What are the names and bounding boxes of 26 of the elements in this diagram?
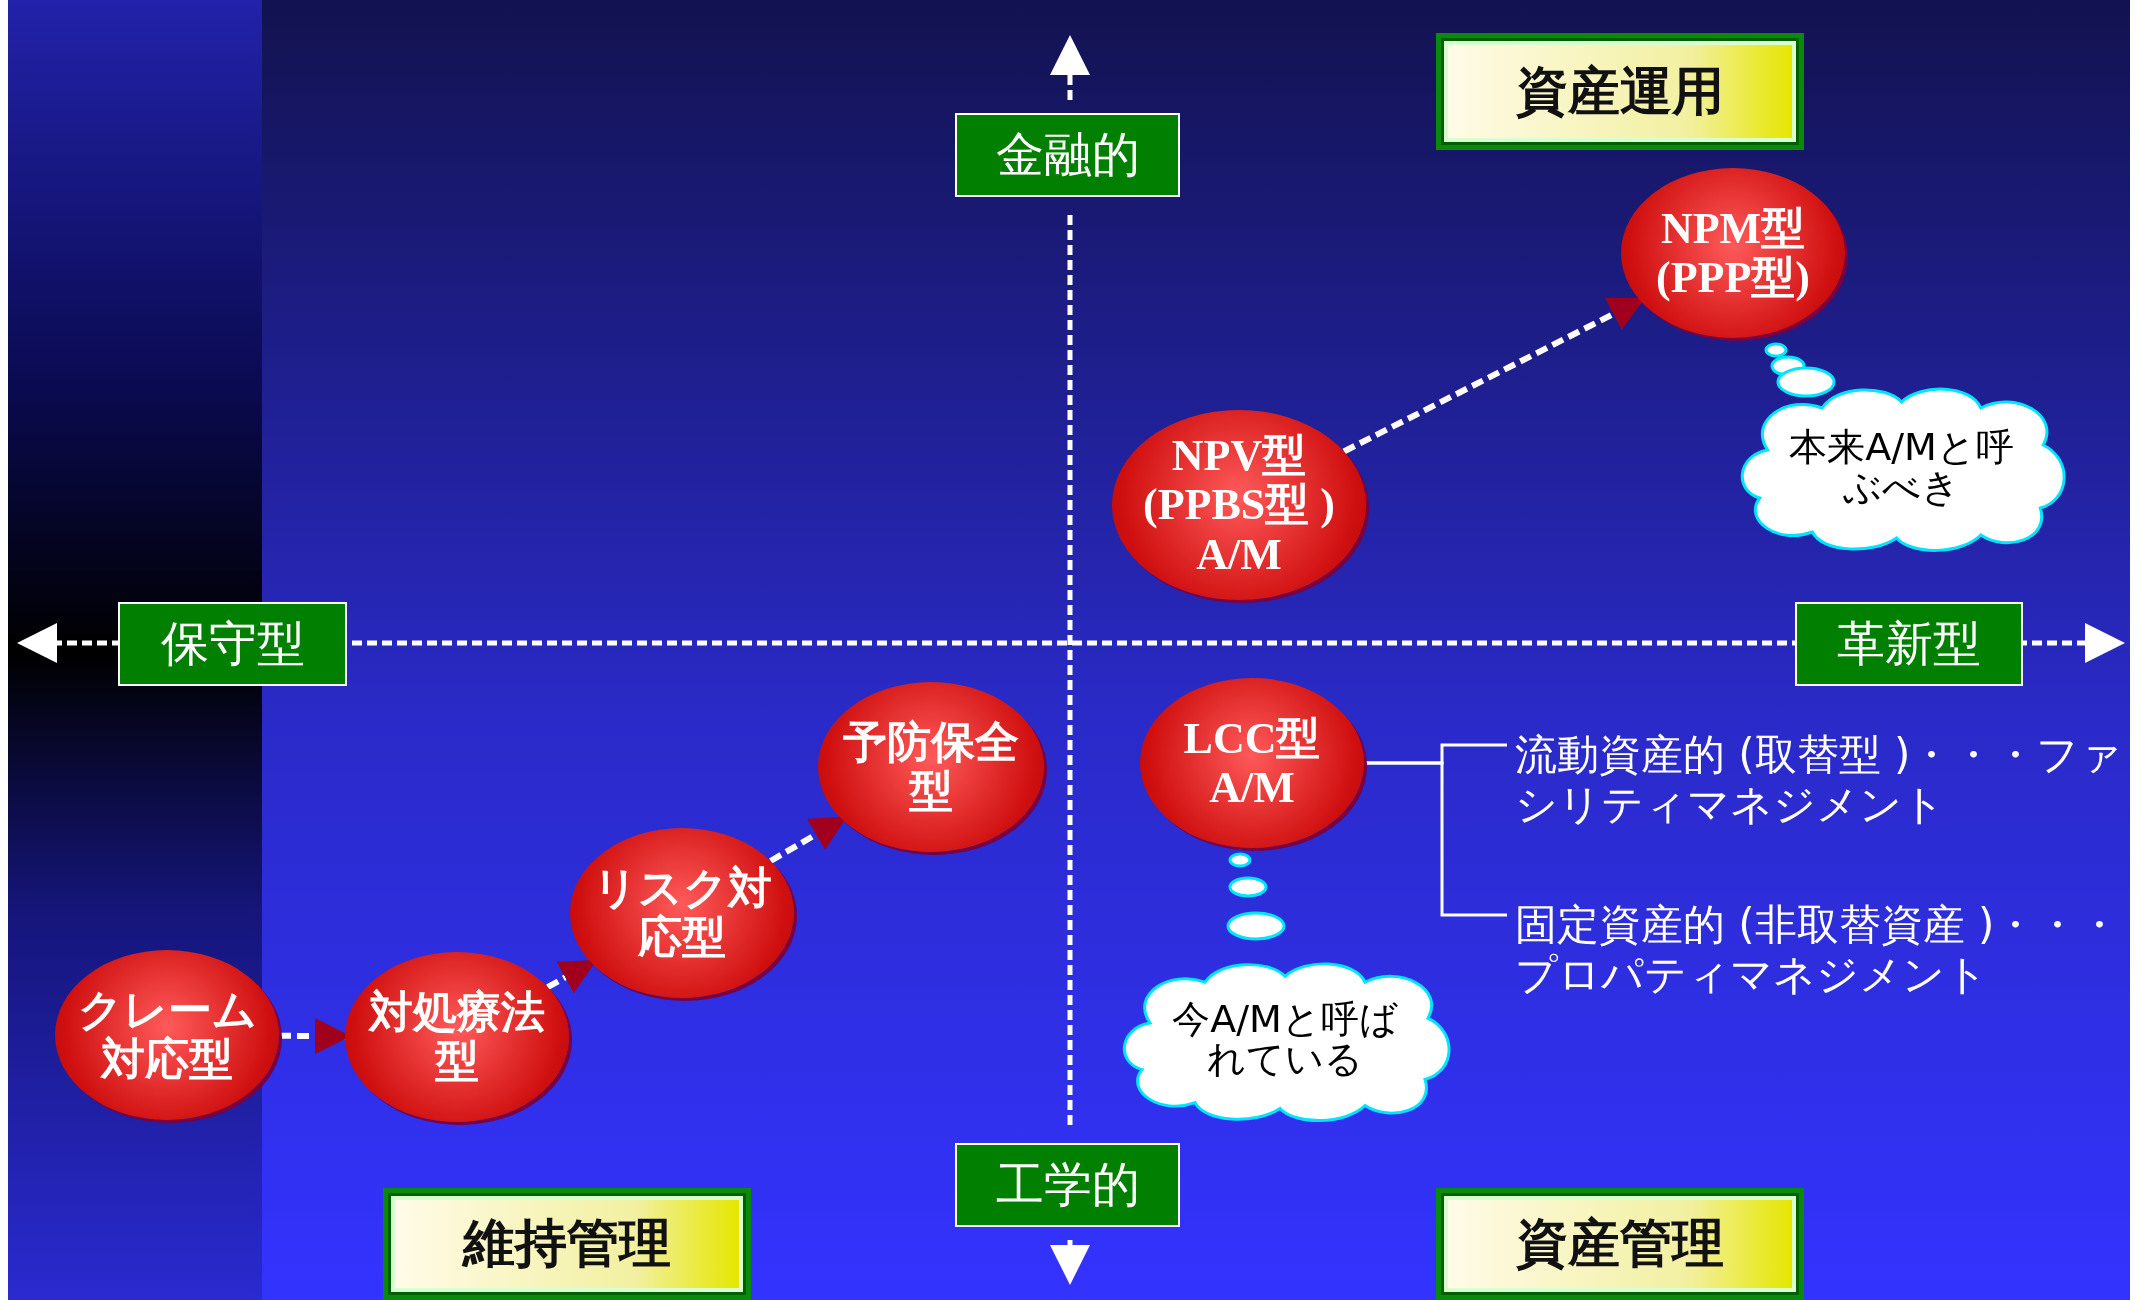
axis-label-box <box>1795 602 2023 686</box>
title-box <box>1436 1188 1804 1300</box>
title-box <box>1436 33 1804 150</box>
axis-label-box <box>955 1143 1180 1227</box>
node-label: リスク対応型 <box>591 863 773 963</box>
node-label: 予防保全型 <box>842 717 1020 817</box>
axis-label: 革新型 <box>1837 614 1981 673</box>
title-box <box>383 1188 751 1300</box>
node-label: NPM型 (PPP型) <box>1655 203 1811 303</box>
axis-label: 工学的 <box>995 1155 1140 1214</box>
node-label: 今A/Mと呼ばれている <box>1171 1000 1399 1080</box>
axis-label: 金融的 <box>995 125 1140 184</box>
node-label: NPV型 (PPBS型 ) A/M <box>1142 431 1336 579</box>
node-label: LCC型 A/M <box>1182 713 1322 813</box>
quadrant-title: 資産管理 <box>1516 1212 1724 1275</box>
node-label: 固定資産的 (非取替資産 )・・・プロパティマネジメント <box>1515 899 2122 1001</box>
quadrant-title: 維持管理 <box>463 1212 671 1275</box>
axis-label-box <box>118 602 347 686</box>
node-label: 流動資産的 (取替型 )・・・ファシリティマネジメント <box>1515 729 2124 831</box>
node-label: 本来A/Mと呼ぶべき <box>1788 427 2015 508</box>
quadrant-title: 資産運用 <box>1516 59 1724 123</box>
node-label: クレーム対応型 <box>76 985 258 1085</box>
axis-label-box <box>955 113 1180 197</box>
axis-label: 保守型 <box>160 614 305 673</box>
node-label: 対処療法型 <box>367 987 546 1087</box>
connector-line <box>1364 761 1507 917</box>
